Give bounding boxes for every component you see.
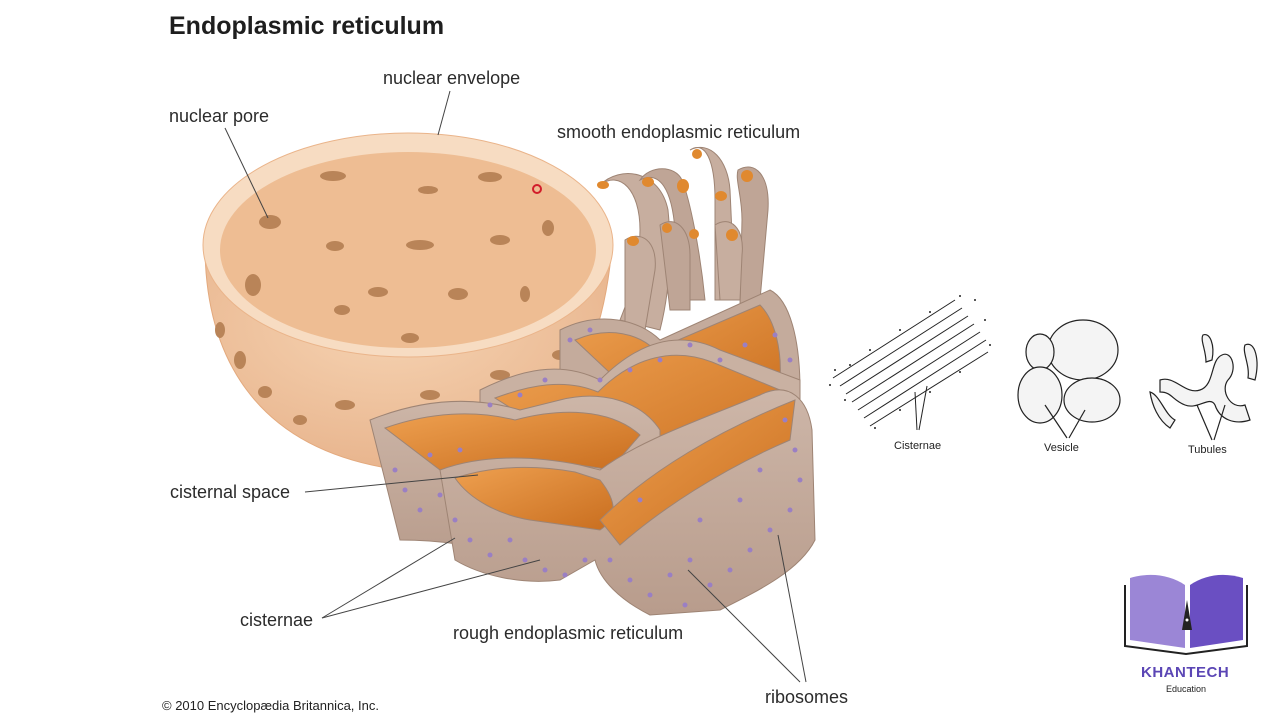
page-title: Endoplasmic reticulum	[169, 12, 445, 40]
sketch-label-tubules: Tubules	[1188, 444, 1227, 456]
vesicle-sketch	[1017, 319, 1121, 439]
label-nuclear-envelope: nuclear envelope	[383, 68, 521, 88]
label-ribosomes: ribosomes	[765, 687, 849, 707]
logo-subtitle: Education	[1166, 684, 1207, 694]
logo-name: KHANTECH	[1141, 664, 1230, 681]
leader-ribosomes-1	[687, 569, 801, 683]
rough-er	[369, 289, 816, 616]
cisternae-sketch	[829, 295, 991, 431]
khantech-logo-icon	[1124, 574, 1248, 656]
label-cisternal-space: cisternal space	[170, 482, 291, 502]
label-nuclear-pore: nuclear pore	[169, 106, 270, 126]
leader-lines	[224, 90, 807, 683]
sketch-label-cisternae: Cisternae	[894, 440, 942, 452]
leader-nuclear-pore	[224, 127, 269, 219]
leader-cisternae-1	[321, 537, 456, 619]
leader-cisternae-2	[321, 559, 541, 619]
pointer-dot	[532, 184, 542, 194]
nucleus-inner	[220, 152, 596, 348]
label-smooth-er: smooth endoplasmic reticulum	[557, 122, 801, 142]
leader-nuclear-envelope	[437, 90, 451, 136]
sketch-label-vesicle: Vesicle	[1044, 442, 1079, 454]
leader-ribosomes-2	[777, 534, 807, 683]
copyright: © 2010 Encyclopædia Britannica, Inc.	[162, 698, 379, 713]
ribosome-dots	[392, 327, 803, 608]
tubules-sketch	[1149, 334, 1258, 441]
label-rough-er: rough endoplasmic reticulum	[453, 623, 684, 643]
label-cisternae: cisternae	[240, 610, 314, 630]
leader-cisternal-space	[304, 474, 479, 493]
smooth-er	[597, 147, 769, 331]
